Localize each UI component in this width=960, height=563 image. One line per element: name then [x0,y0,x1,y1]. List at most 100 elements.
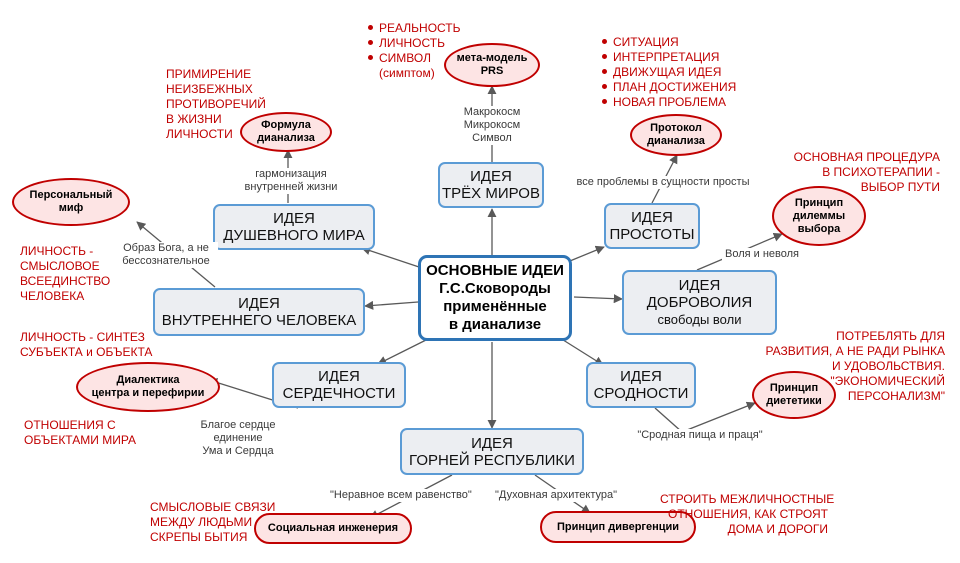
method-protocol[interactable]: Протокол дианализа [630,114,722,156]
note-line: СМЫСЛОВЫЕ СВЯЗИ [150,500,276,514]
edge-label-kinship: "Сродная пища и праця" [632,429,768,442]
method-label-1: Формула [261,119,311,131]
idea-label-1: ИДЕЯ [620,368,662,385]
edge-label-line: все проблемы в сущности просты [576,176,750,188]
edge-kinship-dietetics [654,407,683,433]
idea-kinship[interactable]: ИДЕЯ СРОДНОСТИ [586,362,696,408]
note-line: ЧЕЛОВЕКА [20,289,85,303]
method-label-1: Принцип [794,196,844,209]
method-dilemma[interactable]: Принцип дилеммы выбора [772,186,866,246]
note-line: В ЖИЗНИ [166,112,222,126]
method-label-3: выбора [797,222,841,235]
central-line-3: применённые [443,298,547,315]
note-line: В ПСИХОТЕРАПИИ - [822,165,940,179]
method-label-1: Протокол [650,122,702,134]
bullet-item: СИТУАЦИЯ [602,35,736,50]
edge-label-line: Благое сердце [200,419,276,431]
bullet-item: ДВИЖУЩАЯ ИДЕЯ [602,65,736,80]
idea-soul-world[interactable]: ИДЕЯ ДУШЕВНОГО МИРА [213,204,375,250]
edge-label-simplicity: все проблемы в сущности просты [573,176,753,189]
method-label-2: миф [58,202,84,214]
edge-label-line: внутренней жизни [244,181,338,193]
method-social-engineering[interactable]: Социальная инженерия [254,513,412,544]
note-procedure: ОСНОВНАЯ ПРОЦЕДУРА В ПСИХОТЕРАПИИ - ВЫБО… [770,150,940,195]
edge-label-cosmos: Макрокосм Микрокосм Символ [462,106,522,145]
method-label-2: диететики [766,395,822,407]
edge-label-line: Ума и Сердца [202,445,274,457]
note-personality-meaning: ЛИЧНОСТЬ - СМЫСЛОВОЕ ВСЕЕДИНСТВО ЧЕЛОВЕК… [20,244,110,304]
method-label-1: Персональный [29,189,113,201]
idea-label-1: ИДЕЯ [678,277,721,294]
bullet-dot-icon [368,55,373,61]
note-line: ОСНОВНАЯ ПРОЦЕДУРА [793,150,940,164]
edge-label-line: Макрокосм [463,106,521,118]
note-line: ОТНОШЕНИЯ, КАК СТРОЯТ [667,507,828,521]
method-label-2: дианализа [257,132,315,144]
method-meta-model-prs[interactable]: мета-модель PRS [444,43,540,87]
edge-label-line: Воля и неволя [724,248,799,260]
method-label-1: мета-модель [456,52,528,64]
edge-center-inner-man [364,300,419,310]
central-line-4: в дианализе [448,316,542,333]
bullet-text: ДВИЖУЩАЯ ИДЕЯ [613,65,722,79]
bullet-item: РЕАЛЬНОСТЬ [368,21,461,36]
method-dietetics[interactable]: Принцип диететики [752,371,836,419]
method-label-1: Принцип [769,382,819,394]
edge-label-will: Воля и неволя [722,248,802,261]
idea-label-1: ИДЕЯ [273,210,315,227]
method-formula[interactable]: Формула дианализа [240,112,332,152]
note-line: ВСЕЕДИНСТВО [20,274,111,288]
idea-heart[interactable]: ИДЕЯ СЕРДЕЧНОСТИ [272,362,406,408]
edge-label-line: Образ Бога, а не [123,242,209,254]
central-topic-box[interactable]: ОСНОВНЫЕ ИДЕИ Г.С.Сковороды применённые … [418,255,572,341]
idea-simplicity[interactable]: ИДЕЯ ПРОСТОТЫ [604,203,700,249]
idea-three-worlds[interactable]: ИДЕЯ ТРЁХ МИРОВ [438,162,544,208]
note-line: ЛИЧНОСТЬ - [20,244,94,258]
bullet-item: ПЛАН ДОСТИЖЕНИЯ [602,80,736,95]
edge-label-line: "Духовная архитектура" [494,489,618,501]
note-line: ДОМА И ДОРОГИ [727,522,828,536]
idea-label-1: ИДЕЯ [238,295,280,312]
idea-label-1: ИДЕЯ [470,168,512,185]
method-dialectics[interactable]: Диалектика центра и перефирии [76,362,220,412]
method-label-2: дилеммы [792,209,846,222]
bullet-item: СИМВОЛ [368,51,461,66]
central-line-2: Г.С.Сковороды [439,280,551,297]
idea-volunteer[interactable]: ИДЕЯ ДОБРОВОЛИЯ свободы воли [622,270,777,335]
method-personal-myth[interactable]: Персональный миф [12,178,130,226]
bullet-text: СИТУАЦИЯ [613,35,679,49]
method-label-1: Социальная инженерия [267,522,399,534]
edge-label-line: единение [213,432,263,444]
edge-center-volunteer [573,294,623,304]
note-line: СУБЪЕКТА и ОБЪЕКТА [20,345,153,359]
note-line: И УДОВОЛЬСТВИЯ. [831,359,945,373]
edge-kinship-dietetics-2 [681,401,756,433]
edge-label-line: Микрокосм [463,119,521,131]
bullet-dot-icon [368,40,373,46]
edge-label-line: гармонизация [255,168,327,180]
method-divergence[interactable]: Принцип дивергенции [540,511,696,543]
bullet-text: СИМВОЛ [379,51,431,65]
edge-label-equality: "Неравное всем равенство" [330,489,472,502]
bullet-dot-icon [602,54,607,60]
bullet-item: ЛИЧНОСТЬ [368,36,461,51]
bullet-text: ИНТЕРПРЕТАЦИЯ [613,50,720,64]
note-consume: ПОТРЕБЛЯТЬ ДЛЯ РАЗВИТИЯ, А НЕ РАДИ РЫНКА… [740,329,945,404]
edge-center-heart [377,337,431,365]
idea-mountain-republic[interactable]: ИДЕЯ ГОРНЕЙ РЕСПУБЛИКИ [400,428,584,475]
note-line: ВЫБОР ПУТИ [860,180,940,194]
bullet-dot-icon [602,69,607,75]
method-label-2: PRS [480,65,504,77]
note-reconcile: ПРИМИРЕНИЕ НЕИЗБЕЖНЫХ ПРОТИВОРЕЧИЙ В ЖИЗ… [166,67,266,142]
note-line: ПРИМИРЕНИЕ [166,67,252,81]
note-line: СМЫСЛОВОЕ [20,259,100,273]
idea-label-1: ИДЕЯ [631,209,673,226]
idea-inner-man[interactable]: ИДЕЯ ВНУТРЕННЕГО ЧЕЛОВЕКА [153,288,365,336]
note-build: СТРОИТЬ МЕЖЛИЧНОСТНЫЕ ОТНОШЕНИЯ, КАК СТР… [660,492,834,537]
edge-label-harmony: гармонизация внутренней жизни [239,168,343,194]
note-line: ОТНОШЕНИЯ С [24,418,116,432]
edge-label-line: "Неравное всем равенство" [330,489,472,501]
edge-label-heart: Благое сердце единение Ума и Сердца [196,419,280,458]
idea-label-3: свободы воли [657,312,742,327]
edge-label-line: "Сродная пища и праця" [637,429,763,441]
